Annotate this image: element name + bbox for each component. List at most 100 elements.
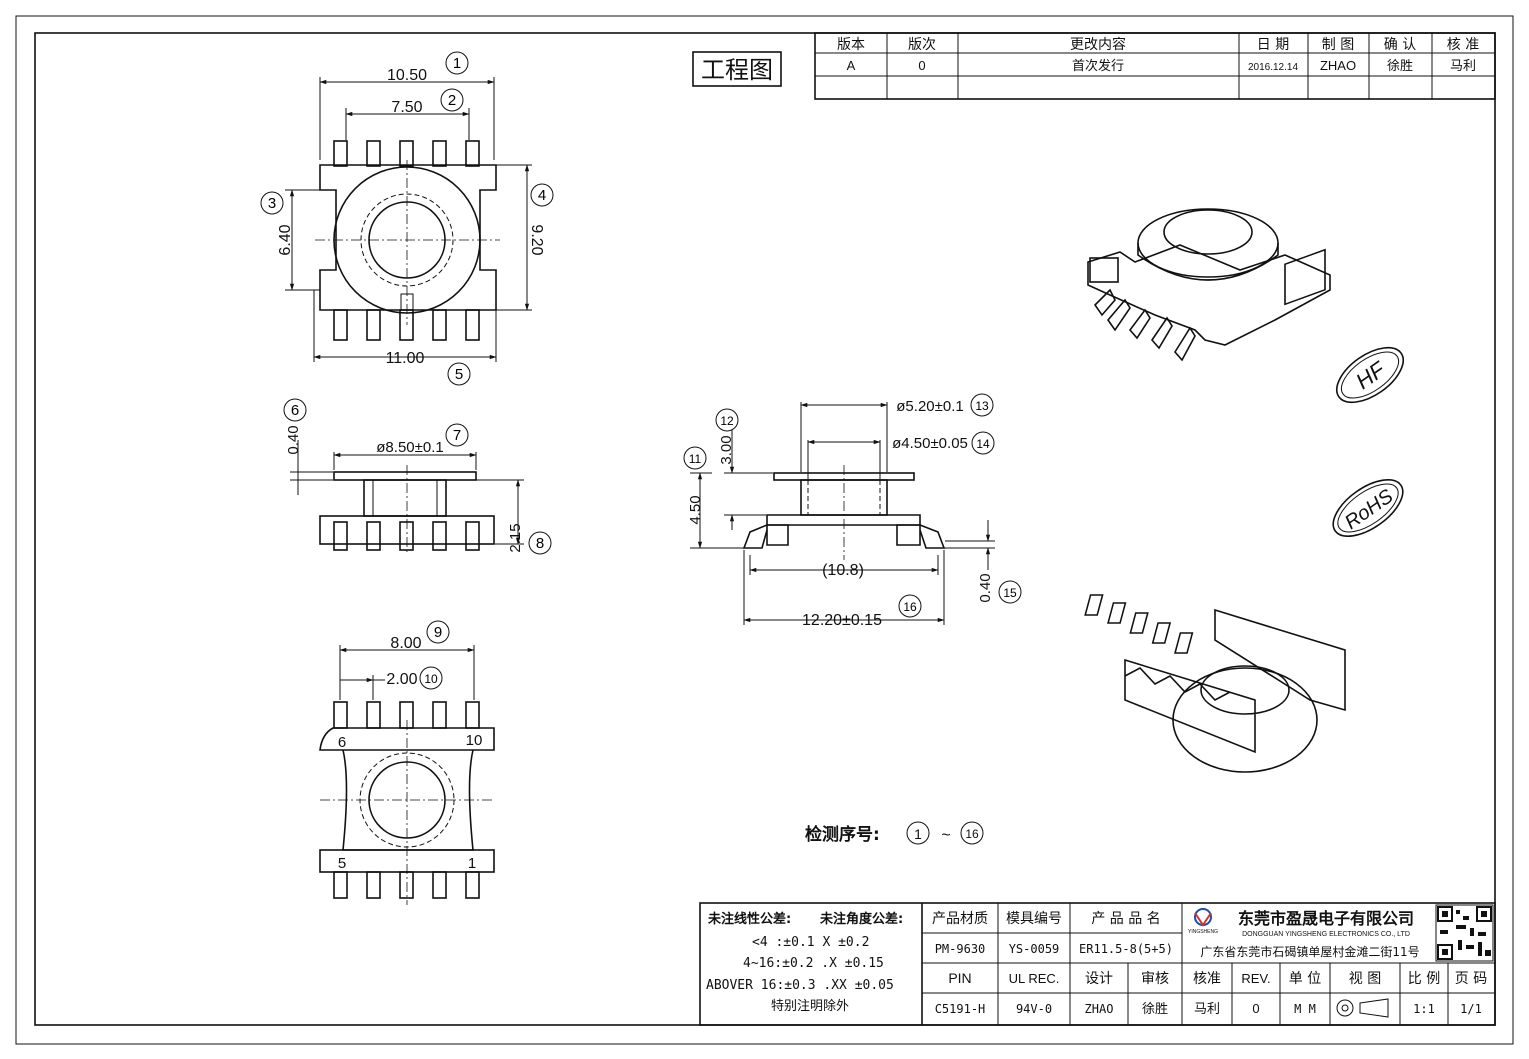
pin-value: C5191-H bbox=[935, 1002, 986, 1016]
balloon-circle-16 bbox=[898, 594, 922, 618]
qr-code-icon bbox=[1435, 904, 1494, 962]
company-name-en: DONGGUAN YINGSHENG ELECTRONICS CO., LTD bbox=[1242, 931, 1410, 938]
rev-cell-date: 2016.12.14 bbox=[1248, 62, 1298, 73]
scale-value: 1:1 bbox=[1413, 1002, 1435, 1016]
balloon-circle-10 bbox=[419, 666, 443, 690]
dim-6: 0.40 bbox=[285, 425, 302, 454]
inspection-label: 检测序号: bbox=[805, 824, 880, 845]
mold-label: 模具编号 bbox=[1006, 911, 1062, 927]
tol-row-2: 4~16:±0.2 .X ±0.15 bbox=[743, 956, 884, 971]
scale-label: 比 例 bbox=[1408, 971, 1440, 987]
balloon-circle-8 bbox=[528, 531, 552, 555]
balloon-3: 3 bbox=[268, 195, 276, 212]
material-label: 产品材质 bbox=[932, 911, 988, 927]
dim-9: 8.00 bbox=[390, 635, 421, 652]
rev-cell-version: A bbox=[847, 58, 856, 73]
rev-cell-content: 首次发行 bbox=[1072, 58, 1124, 74]
balloon-14: 14 bbox=[976, 437, 990, 451]
tol-header-linear: 未注线性公差: bbox=[707, 911, 791, 927]
rev-cell-approve: 马利 bbox=[1450, 59, 1476, 74]
hf-stamp: HF bbox=[1336, 346, 1404, 404]
title-box bbox=[692, 51, 782, 87]
balloon-circle-2 bbox=[440, 88, 464, 112]
balloon-circle-9 bbox=[426, 620, 450, 644]
rev-header-edition: 版次 bbox=[908, 37, 936, 53]
logo-text: YINGSHENG bbox=[1188, 929, 1218, 935]
dim-12: 3.00 bbox=[718, 435, 735, 464]
balloon-8: 8 bbox=[536, 535, 544, 552]
pin-label-5: 5 bbox=[338, 855, 346, 872]
page-value: 1/1 bbox=[1460, 1002, 1482, 1016]
approve-label: 核准 bbox=[1193, 971, 1221, 987]
balloon-11: 11 bbox=[689, 452, 702, 466]
rev-header-confirm: 确 认 bbox=[1384, 37, 1416, 53]
balloon-circle-14 bbox=[971, 431, 995, 455]
company-logo-icon bbox=[1194, 908, 1212, 927]
rohs-stamp: RoHS bbox=[1332, 479, 1404, 537]
product-label: 产 品 品 名 bbox=[1091, 911, 1160, 927]
inspection-to-circle bbox=[960, 821, 984, 845]
iso-view-bottom bbox=[1084, 594, 1346, 773]
front-view: ø5.20±0.1 ø4.50±0.05 3.00 4.50 (10.8) 12… bbox=[687, 398, 995, 629]
top-view: 10.50 7.50 6.40 9.20 11.00 bbox=[277, 67, 545, 367]
dim-7: ø8.50±0.1 bbox=[376, 439, 443, 456]
rev-label: REV. bbox=[1241, 971, 1270, 986]
dim-4: 9.20 bbox=[528, 224, 545, 255]
outer-border bbox=[15, 15, 1514, 1045]
balloon-circle-3 bbox=[260, 191, 284, 215]
rev-value: 0 bbox=[1252, 1001, 1259, 1016]
inspection-from: 1 bbox=[914, 826, 922, 842]
review-value: 徐胜 bbox=[1142, 1002, 1168, 1017]
balloon-circle-5 bbox=[447, 362, 471, 386]
rohs-text: RoHS bbox=[1341, 485, 1398, 534]
rev-header-version: 版本 bbox=[837, 37, 865, 53]
ul-label: UL REC. bbox=[1009, 971, 1060, 986]
balloon-circle-1 bbox=[445, 51, 469, 75]
pin-label-1: 1 bbox=[468, 855, 476, 872]
review-label: 审核 bbox=[1141, 971, 1169, 987]
dim-5: 11.00 bbox=[386, 350, 425, 367]
company-address: 广东省东莞市石碣镇单屋村金滩二街11号 bbox=[1200, 944, 1419, 959]
tol-row-3: ABOVER 16:±0.3 .XX ±0.05 bbox=[706, 978, 894, 993]
balloon-13: 13 bbox=[975, 399, 989, 413]
approve-value: 马利 bbox=[1194, 1002, 1220, 1017]
mold-value: YS-0059 bbox=[1009, 942, 1060, 956]
dim-1: 10.50 bbox=[387, 67, 427, 84]
dim-11: 4.50 bbox=[687, 495, 704, 524]
inspection-from-circle bbox=[906, 821, 930, 845]
rev-header-date: 日 期 bbox=[1257, 37, 1289, 53]
balloon-12: 12 bbox=[720, 414, 734, 428]
balloon-6: 6 bbox=[291, 402, 299, 419]
unit-label: 单 位 bbox=[1289, 971, 1321, 987]
pin-label-6: 6 bbox=[338, 734, 346, 751]
balloon-circle-11 bbox=[683, 446, 707, 470]
inner-border bbox=[34, 32, 1496, 1026]
iso-view-top bbox=[1087, 208, 1331, 362]
rev-header-content: 更改内容 bbox=[1070, 36, 1126, 53]
tol-header-angle: 未注角度公差: bbox=[819, 911, 903, 927]
ul-value: 94V-0 bbox=[1016, 1002, 1052, 1016]
dim-16: 12.20±0.15 bbox=[802, 612, 882, 629]
rev-cell-edition: 0 bbox=[918, 58, 925, 73]
dim-15: 0.40 bbox=[977, 573, 994, 602]
balloon-circle-12 bbox=[715, 408, 739, 432]
balloon-16: 16 bbox=[903, 600, 917, 614]
inspection-sep: ~ bbox=[941, 827, 950, 844]
tol-row-4: 特别注明除外 bbox=[771, 999, 849, 1014]
unit-value: M M bbox=[1294, 1002, 1316, 1016]
drawing-title: 工程图 bbox=[701, 56, 773, 84]
dim-2: 7.50 bbox=[391, 99, 422, 116]
rev-cell-drawn: ZHAO bbox=[1320, 58, 1356, 73]
design-label: 设计 bbox=[1085, 971, 1113, 987]
pin-label-10: 10 bbox=[466, 732, 483, 749]
company-name-cn: 东莞市盈晟电子有限公司 bbox=[1238, 909, 1414, 928]
balloon-circle-7 bbox=[445, 423, 469, 447]
page-label: 页 码 bbox=[1455, 971, 1487, 987]
balloon-2: 2 bbox=[448, 92, 456, 109]
pin-label: PIN bbox=[948, 970, 971, 986]
product-value: ER11.5-8(5+5) bbox=[1079, 942, 1173, 956]
material-value: PM-9630 bbox=[935, 942, 986, 956]
inspection-to: 16 bbox=[965, 827, 979, 841]
dim-14: ø4.50±0.05 bbox=[892, 435, 968, 452]
